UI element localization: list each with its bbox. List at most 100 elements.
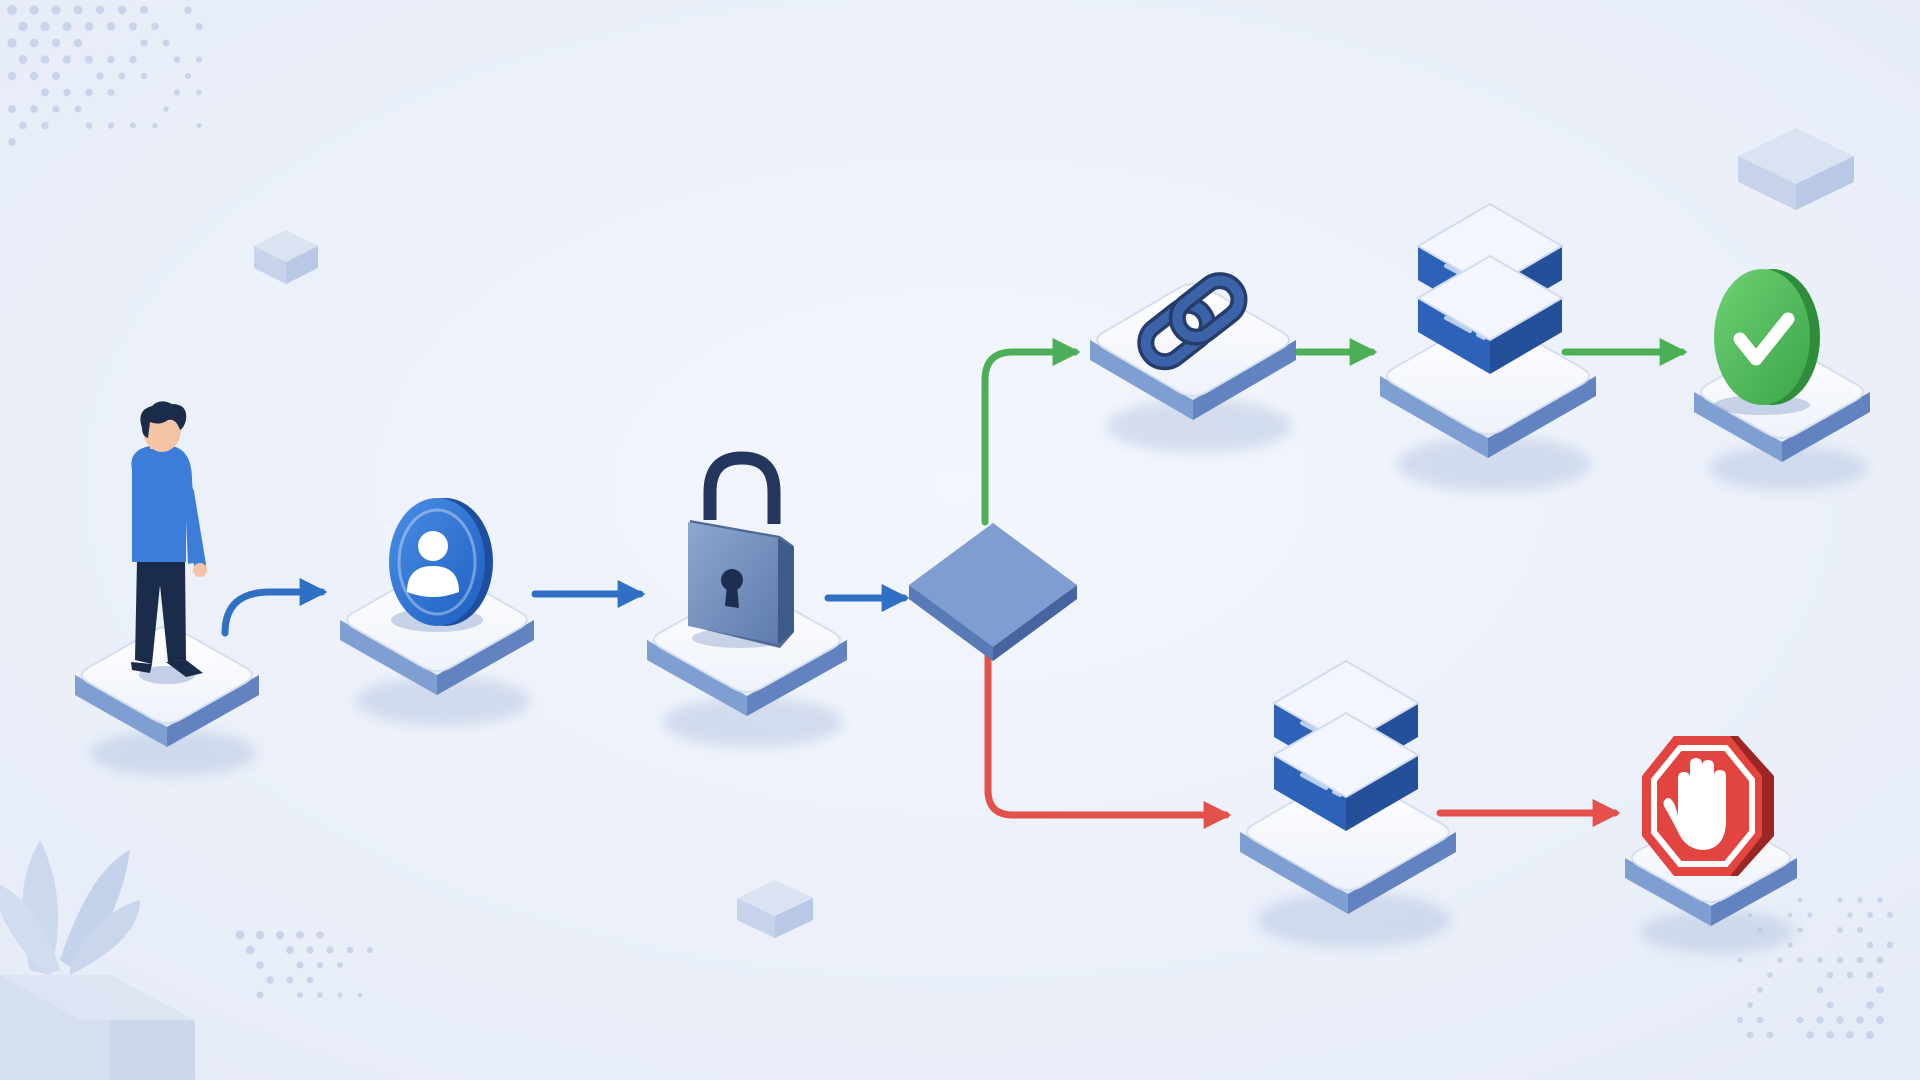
- edge-decision-link: [981, 338, 1081, 526]
- decorative-dot: [1746, 1031, 1754, 1039]
- decorative-dot: [1865, 1030, 1875, 1040]
- decorative-dot: [1846, 1031, 1854, 1039]
- decorative-dot: [185, 73, 191, 79]
- decorative-dot: [1886, 911, 1894, 919]
- decorative-dot: [84, 22, 94, 31]
- decorative-dot: [162, 39, 170, 47]
- decorative-dot: [317, 992, 323, 998]
- decorative-dot: [18, 55, 28, 64]
- decorative-dot: [1816, 986, 1824, 994]
- decorative-dot: [1787, 912, 1793, 918]
- decorative-dot: [140, 6, 148, 14]
- decorative-dot: [1767, 972, 1773, 978]
- decorative-dot: [40, 55, 50, 64]
- decorative-dots-bottom-left: [235, 930, 373, 999]
- decorative-dot: [1766, 1031, 1774, 1039]
- decorative-dot: [7, 5, 17, 15]
- decorative-dot: [129, 55, 137, 64]
- decorative-dot: [1816, 956, 1824, 964]
- decorative-dot: [1886, 941, 1894, 949]
- decorative-dot: [1737, 957, 1743, 963]
- decorative-dot: [1877, 897, 1883, 903]
- decorative-dot: [297, 992, 303, 998]
- decorative-dot: [316, 961, 324, 969]
- decorative-dot: [1756, 1016, 1764, 1024]
- decorative-dot: [326, 946, 334, 954]
- decorative-dot: [306, 946, 314, 954]
- decorative-dot: [1866, 971, 1874, 979]
- decorative-dot: [1836, 956, 1844, 964]
- decorative-dot: [151, 22, 159, 31]
- decorative-dot: [107, 89, 115, 96]
- decorative-dot: [140, 72, 148, 80]
- decorative-dot: [107, 55, 115, 64]
- decorative-cube: [254, 230, 318, 284]
- decorative-dot: [1826, 1031, 1834, 1039]
- decorative-dot: [275, 930, 285, 940]
- decorative-dot: [337, 992, 343, 998]
- decorative-dot: [1837, 927, 1843, 933]
- decorative-dot: [256, 991, 264, 999]
- connectors: [221, 338, 1688, 829]
- decorative-dot: [118, 72, 126, 80]
- diamond-icon: [909, 523, 1077, 661]
- user-avatar-icon: [389, 498, 493, 632]
- decorative-dot: [1796, 1016, 1804, 1024]
- decorative-dot: [40, 21, 50, 32]
- decorative-dot: [85, 122, 93, 129]
- decorative-dots-top-left: [7, 5, 203, 146]
- decorative-dot: [1797, 897, 1803, 903]
- decorative-dot: [19, 121, 27, 130]
- decorative-dot: [296, 931, 304, 939]
- decorative-dot: [357, 992, 363, 998]
- decorative-dot: [8, 105, 16, 113]
- decorative-dot: [95, 5, 105, 15]
- decorative-dot: [63, 88, 71, 97]
- decorative-dot: [30, 105, 38, 113]
- decorative-dot: [62, 55, 72, 64]
- person-icon: [131, 401, 207, 684]
- decorative-dot: [62, 22, 72, 31]
- edge-user-identity: [221, 578, 328, 637]
- decorative-dot: [8, 138, 16, 146]
- decorative-dot: [1837, 897, 1843, 903]
- decorative-dot: [1826, 1001, 1834, 1009]
- decorative-dot: [1856, 956, 1864, 964]
- decorative-dot: [96, 72, 104, 80]
- decorative-dot: [73, 5, 83, 15]
- decorative-dot: [51, 5, 61, 15]
- decorative-dot: [152, 122, 158, 129]
- decorative-dot: [107, 122, 115, 129]
- decorative-dot: [51, 38, 61, 48]
- decorative-dot: [346, 946, 354, 954]
- decorative-dot: [129, 22, 137, 31]
- decorative-dot: [1826, 971, 1834, 979]
- decorative-dot: [1856, 926, 1864, 934]
- decorative-dot: [1876, 986, 1884, 994]
- decorative-dot: [195, 56, 203, 63]
- decorative-dot: [1806, 1031, 1814, 1039]
- decorative-dot: [296, 961, 304, 969]
- decorative-dot: [7, 38, 17, 48]
- decorative-dot: [29, 5, 39, 15]
- plant-icon: [0, 840, 195, 1080]
- decorative-dot: [1866, 941, 1874, 949]
- decorative-dot: [306, 976, 314, 984]
- decorative-dot: [255, 930, 265, 940]
- decorative-dot: [1816, 1016, 1824, 1024]
- decorative-dot: [1747, 1002, 1753, 1008]
- chain-link-icon: [1137, 272, 1248, 371]
- decorative-dot: [74, 105, 82, 113]
- decorative-dot: [1777, 957, 1783, 963]
- decorative-dot: [1867, 912, 1873, 918]
- decorative-dot: [196, 89, 202, 96]
- decorative-dot: [196, 123, 202, 128]
- decorative-dot: [85, 55, 93, 64]
- decorative-dot: [85, 88, 93, 97]
- decorative-dot: [1787, 942, 1793, 948]
- decorative-dot: [1875, 1015, 1885, 1025]
- decorative-dot: [140, 39, 148, 47]
- decorative-dot: [1856, 1016, 1864, 1024]
